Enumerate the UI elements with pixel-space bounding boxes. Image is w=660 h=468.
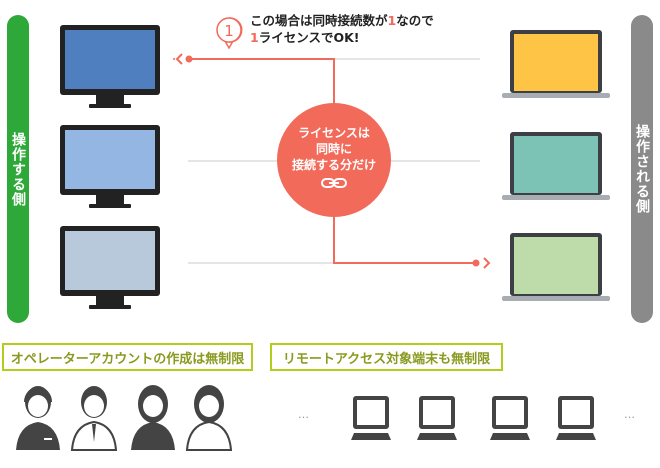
- operator-monitor: [60, 226, 160, 310]
- speech-bubble-icon: 1: [216, 17, 243, 50]
- link-icon: [321, 178, 347, 188]
- laptop-icon: [556, 396, 596, 440]
- devices-unlimited-box: リモートアクセス対象端末も無制限: [270, 343, 503, 371]
- count-badge: 1: [224, 22, 234, 40]
- operator-monitor: [60, 25, 160, 109]
- laptop-icon: [490, 396, 530, 440]
- connection-dot: [185, 55, 193, 63]
- laptop-icon: [351, 396, 391, 440]
- connection-dot: [472, 259, 480, 267]
- operator-icon: [131, 385, 175, 450]
- operated-side-label: 操作される側: [634, 124, 650, 214]
- operator-icon: [16, 386, 60, 450]
- more-devices: …: [624, 408, 635, 421]
- target-laptop: [502, 132, 610, 202]
- operated-side-bar: 操作される側: [631, 15, 653, 323]
- operator-monitor: [60, 125, 160, 209]
- operator-icon: [70, 386, 118, 451]
- unlimited-icons: [16, 385, 596, 451]
- target-laptop: [502, 30, 610, 100]
- operator-icon: [185, 385, 233, 451]
- laptop-icon: [417, 396, 457, 440]
- operators-unlimited-box: オペレーターアカウントの作成は無制限: [2, 343, 253, 371]
- more-operators: …: [298, 408, 309, 421]
- operator-side-label: 操作する側: [10, 131, 26, 207]
- license-circle: ライセンスは同時に接続する分だけ: [277, 103, 391, 217]
- target-laptop: [502, 233, 610, 303]
- license-note: この場合は同時接続数が1なので 1ライセンスでOK!: [250, 13, 434, 45]
- operator-side-bar: 操作する側: [7, 15, 29, 323]
